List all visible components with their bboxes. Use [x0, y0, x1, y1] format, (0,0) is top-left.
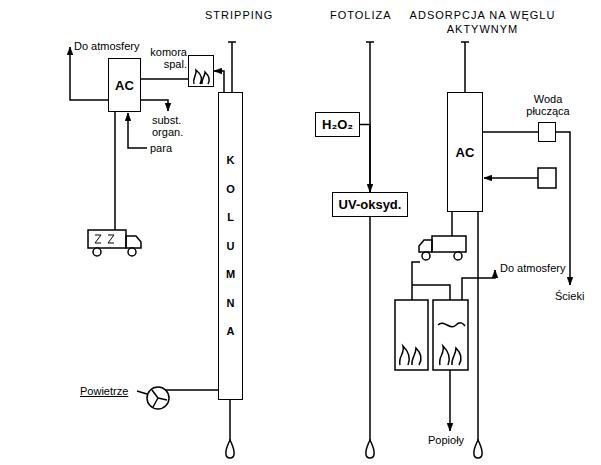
blower-blades [152, 390, 167, 407]
box-label: AC [115, 78, 134, 93]
flow-connector [360, 125, 370, 193]
regeneration-furnace [395, 300, 428, 370]
flame [438, 323, 465, 365]
box-label: H₂O₂ [322, 117, 353, 132]
air-line [165, 389, 224, 391]
box-heading: Woda płucząca [515, 93, 581, 117]
vent-arrow [462, 270, 495, 300]
truck-body [88, 230, 126, 248]
truck-cab [419, 240, 432, 252]
water-drop [474, 440, 482, 458]
vent-arrow [70, 47, 112, 100]
truck-wheel [454, 252, 462, 260]
carbon-line [412, 285, 450, 300]
process-box: AC [447, 92, 483, 212]
truck-wheel [422, 252, 430, 260]
flow-label: Popioły [428, 434, 464, 446]
box-label: KOLUMNA [225, 146, 236, 346]
truck-wheel [93, 248, 101, 256]
outlet-line [477, 200, 479, 440]
carbon-line [114, 108, 116, 230]
carbon-line [412, 262, 420, 300]
truck-cab [126, 236, 141, 248]
flow-label: Do atmosfery [74, 40, 139, 52]
water-tank [538, 168, 556, 188]
process-box: komora spal. [188, 55, 214, 87]
box-label: AC [456, 145, 475, 160]
water-drop [366, 440, 374, 458]
leader-line [137, 391, 147, 394]
flow-connector [141, 78, 188, 80]
process-box: H₂O₂ [315, 112, 360, 137]
water-drop [226, 440, 234, 458]
flow-label: Ścieki [555, 290, 584, 302]
process-box: UV-oksyd. [332, 192, 409, 217]
flow-label: Do atmosfery [500, 262, 565, 274]
process-box: Woda płucząca [538, 122, 556, 142]
regeneration-furnace [433, 300, 468, 370]
flame [400, 346, 421, 365]
column-title: ADSORPCJA NA WĘGLU AKTYWNYM [395, 8, 570, 36]
flow-connector [214, 71, 224, 92]
column-title: STRIPPING [205, 8, 273, 22]
steam-arrow [128, 113, 147, 148]
column-title: FOTOLIZA [330, 8, 392, 22]
stripping-column: KOLUMNA [218, 92, 243, 400]
box-label: UV-oksyd. [339, 197, 402, 212]
backwash-arrow [484, 177, 538, 179]
box-heading: komora spal. [141, 46, 187, 70]
flow-label: para [150, 142, 172, 154]
flame [194, 70, 210, 84]
organics-arrow [136, 100, 168, 111]
flow-label: subst. organ. [152, 114, 200, 138]
flow-connector [483, 131, 538, 133]
outlet-line [369, 215, 371, 440]
carbon-marks [95, 235, 114, 243]
truck-wheel [128, 248, 136, 256]
flow-label: Powietrze [80, 385, 128, 397]
process-box: AC [108, 58, 141, 112]
truck-body [432, 236, 466, 252]
ash-arrow [449, 370, 451, 431]
